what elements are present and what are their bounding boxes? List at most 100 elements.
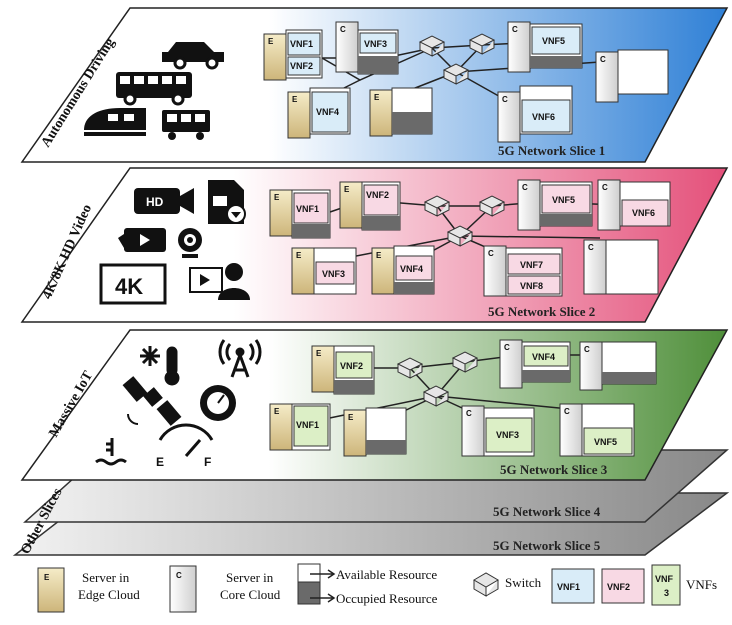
svg-text:E: E bbox=[348, 413, 354, 422]
slice-2-title: 5G Network Slice 2 bbox=[488, 304, 595, 319]
svg-text:E: E bbox=[268, 37, 274, 46]
slice-1-vnf6: VNF6 bbox=[521, 99, 571, 133]
svg-text:C: C bbox=[488, 249, 494, 258]
fuel-gauge-icon: E F bbox=[156, 423, 214, 469]
hd-camera-icon: HD bbox=[134, 188, 194, 214]
svg-text:VNF2: VNF2 bbox=[366, 190, 389, 200]
svg-text:E: E bbox=[344, 185, 350, 194]
4k-display-icon: 4K bbox=[99, 263, 167, 305]
svg-text:VNF1: VNF1 bbox=[290, 39, 313, 49]
slice-5-title: 5G Network Slice 5 bbox=[493, 538, 601, 553]
svg-text:VNF2: VNF2 bbox=[290, 61, 313, 71]
svg-text:C: C bbox=[176, 571, 182, 580]
svg-text:E: E bbox=[274, 193, 280, 202]
legend-switch-icon bbox=[473, 572, 499, 597]
svg-text:E: E bbox=[374, 93, 380, 102]
slice-2-vnf3: VNF3 bbox=[315, 261, 355, 285]
svg-text:VNF3: VNF3 bbox=[655, 574, 674, 598]
slice-3-core-server-2: C bbox=[579, 341, 657, 391]
svg-text:C: C bbox=[340, 25, 346, 34]
legend-available-box bbox=[297, 563, 321, 583]
slice-2-core-server-4: C bbox=[583, 239, 659, 295]
svg-text:VNF7: VNF7 bbox=[520, 260, 543, 270]
slice-3-edge-server-3: E bbox=[343, 407, 407, 457]
bus-icon bbox=[116, 72, 192, 106]
legend-switch-label: Switch bbox=[505, 575, 542, 590]
slice-2-switch-3 bbox=[446, 225, 474, 247]
tablet-video-icon bbox=[118, 228, 166, 252]
svg-text:VNF6: VNF6 bbox=[532, 112, 555, 122]
k4-label: 4K bbox=[115, 274, 143, 299]
svg-text:VNF2: VNF2 bbox=[340, 361, 363, 371]
svg-text:VNF4: VNF4 bbox=[316, 107, 339, 117]
car-icon bbox=[162, 42, 224, 70]
legend-vnf1: VNF1 bbox=[551, 568, 595, 604]
svg-text:VNF4: VNF4 bbox=[532, 352, 555, 362]
slice-1-core-server-4: C bbox=[595, 49, 669, 103]
svg-text:E: E bbox=[274, 407, 280, 416]
fuel-empty-label: E bbox=[156, 455, 164, 469]
svg-text:E: E bbox=[296, 251, 302, 260]
svg-text:E: E bbox=[376, 251, 382, 260]
slice-1-vnf2: VNF2 bbox=[287, 56, 321, 76]
svg-text:C: C bbox=[588, 243, 594, 252]
antenna-icon bbox=[218, 339, 262, 378]
svg-text:VNF3: VNF3 bbox=[364, 39, 387, 49]
slice-2-vnf6: VNF6 bbox=[621, 199, 669, 227]
svg-text:E: E bbox=[44, 573, 50, 582]
slice-2-vnf1: VNF1 bbox=[293, 192, 329, 224]
slice-3-switch-2 bbox=[451, 351, 479, 373]
svg-text:VNF1: VNF1 bbox=[557, 582, 580, 592]
svg-text:VNF3: VNF3 bbox=[322, 269, 345, 279]
slice-1-vnf1: VNF1 bbox=[287, 32, 321, 56]
slice-1-edge-server-3: E bbox=[369, 87, 433, 137]
slice-2-vnf2: VNF2 bbox=[363, 184, 399, 216]
svg-text:VNF6: VNF6 bbox=[632, 208, 655, 218]
hd-label: HD bbox=[146, 195, 164, 209]
satellite-icon bbox=[122, 376, 182, 426]
legend-available-label: Available Resource bbox=[336, 567, 437, 582]
svg-text:C: C bbox=[522, 183, 528, 192]
legend-occupied-label: Occupied Resource bbox=[336, 591, 438, 606]
svg-text:C: C bbox=[600, 55, 606, 64]
svg-text:VNF5: VNF5 bbox=[552, 195, 575, 205]
slice-3-switch-3 bbox=[422, 385, 450, 407]
slice-4-title: 5G Network Slice 4 bbox=[493, 504, 601, 519]
svg-text:VNF2: VNF2 bbox=[607, 582, 630, 592]
slice-1-switch-1 bbox=[418, 35, 446, 57]
legend-edge-server-icon: E bbox=[37, 567, 65, 613]
slice-1-switch-3 bbox=[442, 63, 470, 85]
slice-3-switch-1 bbox=[396, 357, 424, 379]
slice-2-vnf5: VNF5 bbox=[541, 184, 591, 214]
svg-text:E: E bbox=[316, 349, 322, 358]
slice-1-title: 5G Network Slice 1 bbox=[498, 143, 605, 158]
snow-thermometer-icon bbox=[140, 346, 180, 386]
slice-2-vnf7: VNF7 bbox=[507, 253, 561, 275]
svg-text:C: C bbox=[504, 343, 510, 352]
slice-2-switch-1 bbox=[423, 195, 451, 217]
svg-text:E: E bbox=[292, 95, 298, 104]
slice-1-switch-2 bbox=[468, 33, 496, 55]
streaming-user-icon bbox=[189, 263, 250, 300]
slice-3-vnf2: VNF2 bbox=[335, 351, 373, 379]
train-icon bbox=[84, 108, 146, 136]
legend-occupied-box bbox=[297, 581, 321, 605]
svg-text:C: C bbox=[602, 183, 608, 192]
slice-2-vnf8: VNF8 bbox=[507, 275, 561, 295]
slice-2-switch-2 bbox=[478, 195, 506, 217]
svg-text:C: C bbox=[584, 345, 590, 354]
slice-3-vnf5: VNF5 bbox=[583, 427, 633, 455]
railcar-icon bbox=[162, 110, 210, 140]
slice-1-vnf4: VNF4 bbox=[311, 91, 349, 133]
legend-vnf2: VNF2 bbox=[601, 568, 645, 604]
slice-1-vnf5: VNF5 bbox=[531, 26, 581, 55]
svg-text:C: C bbox=[466, 409, 472, 418]
slice-3-title: 5G Network Slice 3 bbox=[500, 462, 608, 477]
legend-vnfs-label: VNFs bbox=[686, 577, 717, 592]
svg-text:VNF1: VNF1 bbox=[296, 420, 319, 430]
svg-text:VNF5: VNF5 bbox=[542, 36, 565, 46]
video-file-icon bbox=[208, 180, 246, 224]
